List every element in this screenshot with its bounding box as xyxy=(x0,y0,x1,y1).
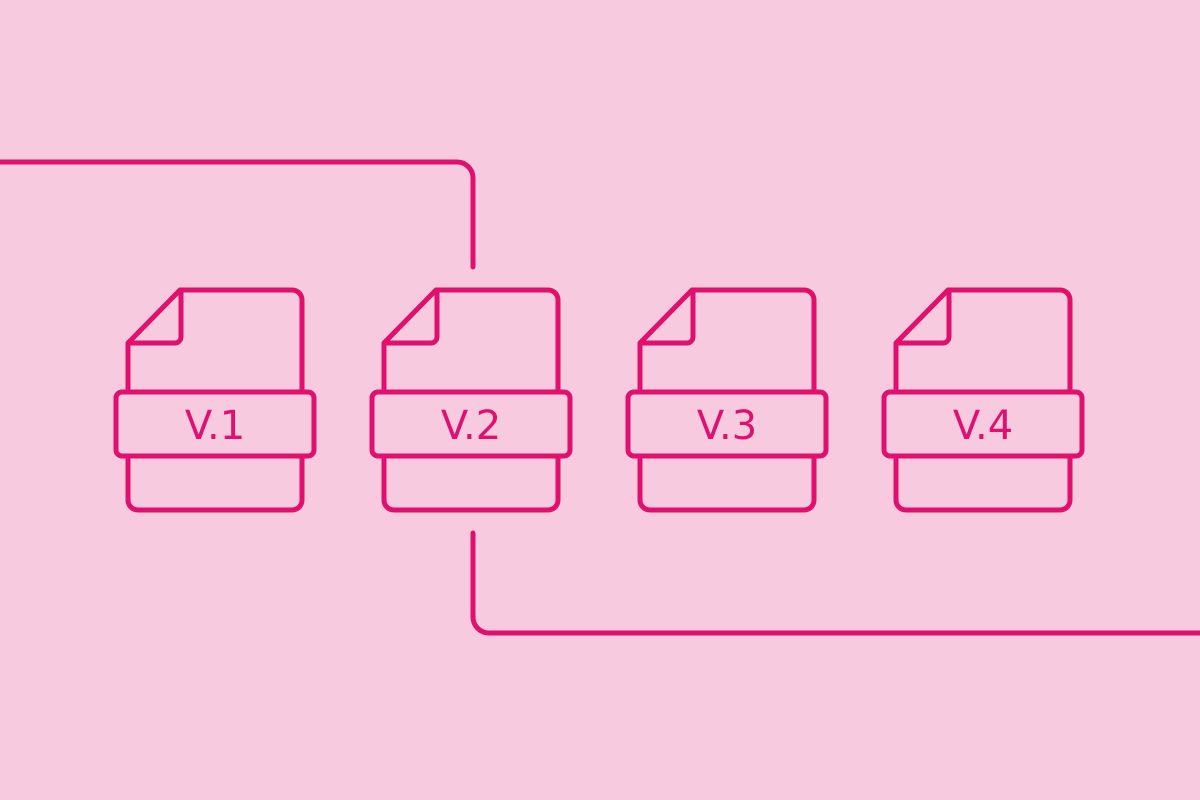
document-label-band xyxy=(369,389,573,459)
document-fold-corner xyxy=(639,289,696,346)
version-label: V.3 xyxy=(697,403,757,449)
document-fold-corner xyxy=(895,289,952,346)
version-label: V.2 xyxy=(441,403,501,449)
document-icon: V.2 xyxy=(369,287,573,513)
connector-line-top xyxy=(0,159,476,270)
version-label: V.4 xyxy=(953,403,1013,449)
document-icon: V.1 xyxy=(113,287,317,513)
document-label-band xyxy=(881,389,1085,459)
document-icon: V.3 xyxy=(625,287,829,513)
document-icon: V.4 xyxy=(881,287,1085,513)
document-label-band xyxy=(625,389,829,459)
document-fold-corner xyxy=(127,289,184,346)
version-label: V.1 xyxy=(185,403,245,449)
documents-group: V.1 V.2 V.3 V.4 xyxy=(113,287,1085,513)
connector-line-bottom xyxy=(470,530,1200,636)
document-label-band xyxy=(113,389,317,459)
document-fold-corner xyxy=(383,289,440,346)
